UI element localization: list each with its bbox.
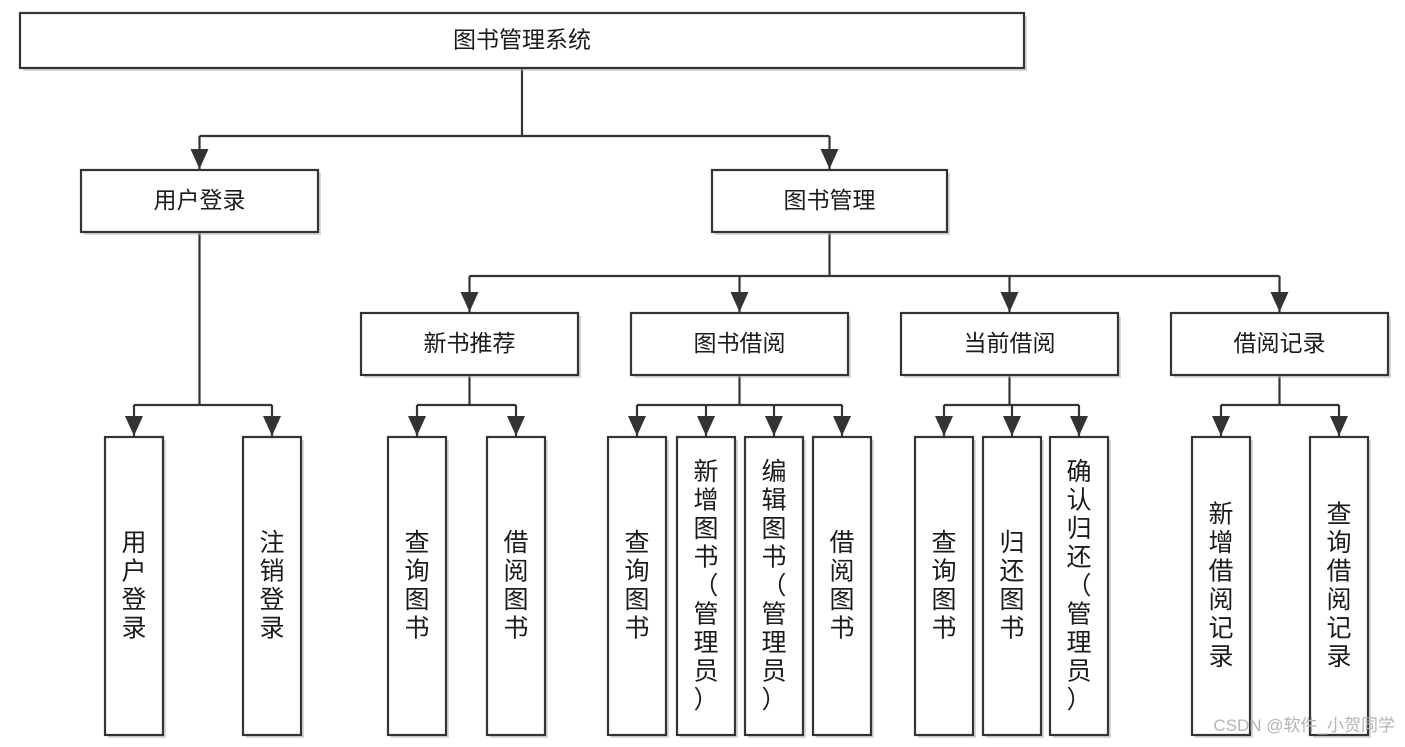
bookmgmt-fan-arrowhead-2 bbox=[1000, 292, 1019, 312]
bookmgmt-fan-arrowhead-3 bbox=[1270, 292, 1289, 312]
node-rect[interactable] bbox=[79, 168, 320, 234]
node-rect[interactable] bbox=[629, 311, 850, 377]
leaf-fan-图书借阅-arrowhead-0 bbox=[628, 416, 646, 436]
bookmgmt-fan-arrowhead-1 bbox=[730, 292, 749, 312]
leaf-fan-图书借阅-arrowhead-1 bbox=[697, 416, 715, 436]
node-rect[interactable] bbox=[913, 435, 975, 737]
leaf-node-新增图书管理员[interactable]: 新增图书（管理员） bbox=[675, 435, 738, 738]
node-label: 当前借阅 bbox=[964, 330, 1056, 356]
level2-node-用户登录[interactable]: 用户登录 bbox=[79, 168, 321, 235]
level3-node-借阅记录[interactable]: 借阅记录 bbox=[1169, 311, 1391, 378]
leaf-node-用户登录[interactable]: 用户登录 bbox=[103, 435, 166, 738]
leaf-fan-当前借阅-arrowhead-0 bbox=[935, 416, 953, 436]
node-rect[interactable] bbox=[710, 168, 949, 234]
node-label: 借阅图书 bbox=[503, 529, 528, 643]
leaf-fan-借阅记录-arrowhead-1 bbox=[1330, 416, 1348, 436]
node-rect[interactable] bbox=[485, 435, 547, 737]
level3-node-新书推荐[interactable]: 新书推荐 bbox=[359, 311, 581, 378]
root-fan-arrowhead-0 bbox=[190, 149, 209, 169]
node-rect[interactable] bbox=[743, 435, 805, 737]
leaf-node-编辑图书管理员[interactable]: 编辑图书（管理员） bbox=[743, 435, 806, 738]
leaf-fan-当前借阅-arrowhead-2 bbox=[1070, 416, 1088, 436]
node-label: 新增图书（管理员） bbox=[693, 458, 718, 714]
node-label: 编辑图书（管理员） bbox=[761, 458, 786, 714]
node-label: 查询图书 bbox=[931, 529, 956, 643]
node-rect[interactable] bbox=[359, 311, 580, 377]
leaf-node-查询借阅记录[interactable]: 查询借阅记录 bbox=[1308, 435, 1371, 738]
nodes-layer: 图书管理系统用户登录图书管理新书推荐图书借阅当前借阅借阅记录用户登录注销登录查询… bbox=[18, 11, 1391, 738]
leaf-node-借阅图书[interactable]: 借阅图书 bbox=[485, 435, 548, 738]
node-label: 借阅记录 bbox=[1234, 330, 1326, 356]
node-rect[interactable] bbox=[386, 435, 448, 737]
node-rect[interactable] bbox=[606, 435, 668, 737]
leaf-node-查询图书[interactable]: 查询图书 bbox=[913, 435, 976, 738]
node-rect[interactable] bbox=[1169, 311, 1390, 377]
leaf-fan-用户登录-arrowhead-1 bbox=[263, 416, 281, 436]
level3-node-当前借阅[interactable]: 当前借阅 bbox=[899, 311, 1121, 378]
node-label: 归还图书 bbox=[999, 529, 1024, 643]
connectors-layer bbox=[125, 68, 1348, 436]
node-label: 图书管理系统 bbox=[453, 27, 591, 53]
leaf-node-归还图书[interactable]: 归还图书 bbox=[981, 435, 1044, 738]
leaf-node-查询图书[interactable]: 查询图书 bbox=[386, 435, 449, 738]
node-rect[interactable] bbox=[981, 435, 1043, 737]
node-rect[interactable] bbox=[103, 435, 165, 737]
leaf-fan-用户登录-arrowhead-0 bbox=[125, 416, 143, 436]
node-label: 查询图书 bbox=[624, 529, 649, 643]
node-rect[interactable] bbox=[899, 311, 1120, 377]
bookmgmt-fan-arrowhead-0 bbox=[460, 292, 479, 312]
node-label: 借阅图书 bbox=[829, 529, 854, 643]
leaf-fan-借阅记录-arrowhead-0 bbox=[1212, 416, 1230, 436]
leaf-fan-图书借阅-arrowhead-3 bbox=[833, 416, 851, 436]
node-label: 新增借阅记录 bbox=[1208, 501, 1233, 672]
node-rect[interactable] bbox=[18, 11, 1026, 70]
level2-node-图书管理[interactable]: 图书管理 bbox=[710, 168, 950, 235]
root-fan-arrowhead-1 bbox=[820, 149, 839, 169]
node-label: 用户登录 bbox=[154, 187, 246, 213]
leaf-fan-新书推荐-arrowhead-1 bbox=[507, 416, 525, 436]
node-rect[interactable] bbox=[241, 435, 303, 737]
leaf-node-新增借阅记录[interactable]: 新增借阅记录 bbox=[1190, 435, 1253, 738]
root-node-图书管理系统[interactable]: 图书管理系统 bbox=[18, 11, 1027, 71]
leaf-node-确认归还管理员[interactable]: 确认归还（管理员） bbox=[1048, 435, 1111, 738]
node-label: 用户登录 bbox=[121, 529, 146, 643]
leaf-fan-当前借阅-arrowhead-1 bbox=[1003, 416, 1021, 436]
leaf-fan-图书借阅-arrowhead-2 bbox=[765, 416, 783, 436]
level3-node-图书借阅[interactable]: 图书借阅 bbox=[629, 311, 851, 378]
node-label: 新书推荐 bbox=[424, 330, 516, 356]
node-label: 图书借阅 bbox=[694, 330, 786, 356]
leaf-node-查询图书[interactable]: 查询图书 bbox=[606, 435, 669, 738]
node-rect[interactable] bbox=[675, 435, 737, 737]
node-label: 确认归还（管理员） bbox=[1066, 458, 1091, 714]
node-rect[interactable] bbox=[1048, 435, 1110, 737]
node-rect[interactable] bbox=[1190, 435, 1252, 737]
node-label: 图书管理 bbox=[784, 187, 876, 213]
leaf-node-借阅图书[interactable]: 借阅图书 bbox=[811, 435, 874, 738]
node-rect[interactable] bbox=[811, 435, 873, 737]
leaf-fan-新书推荐-arrowhead-0 bbox=[408, 416, 426, 436]
node-rect[interactable] bbox=[1308, 435, 1370, 737]
node-label: 查询借阅记录 bbox=[1326, 501, 1351, 672]
csdn-watermark: CSDN @软件_小贺同学 bbox=[1213, 716, 1395, 735]
node-label: 查询图书 bbox=[404, 529, 429, 643]
leaf-node-注销登录[interactable]: 注销登录 bbox=[241, 435, 304, 738]
node-label: 注销登录 bbox=[259, 529, 284, 643]
